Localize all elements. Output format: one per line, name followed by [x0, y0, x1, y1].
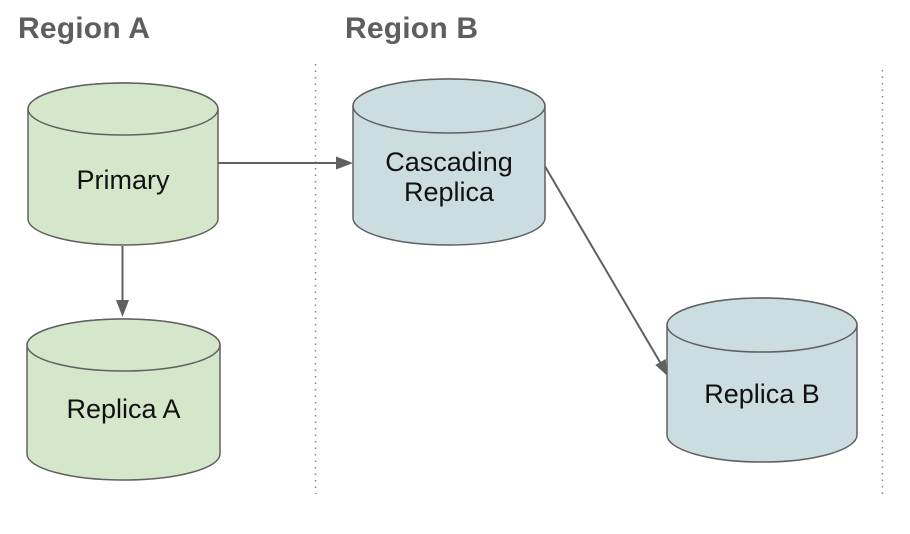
- cascading-replica-label-line1: Cascading: [385, 147, 513, 177]
- primary-cylinder-top: [27, 82, 219, 136]
- cascading-replica-label-line2: Replica: [403, 177, 495, 207]
- edge-primary-to-replica-a: [116, 246, 129, 317]
- replica-a-cylinder-top: [26, 318, 221, 372]
- node-replica-a: [26, 318, 221, 481]
- primary-label: Primary: [76, 165, 170, 195]
- replica-b-cylinder-top: [666, 297, 858, 353]
- edge-primary-to-cascading: [218, 156, 353, 170]
- cascading-replica-label: Cascading Replica: [353, 147, 545, 207]
- node-replica-b: [666, 297, 858, 463]
- edge-primary-to-cascading-arrowhead-icon: [336, 156, 353, 170]
- replica-b-label: Replica B: [704, 379, 820, 409]
- node-primary: [27, 82, 219, 246]
- cascading-replica-cylinder-top: [352, 78, 546, 134]
- replica-a-label: Replica A: [66, 394, 181, 424]
- region-b-title: Region B: [345, 12, 479, 45]
- region-a-title: Region A: [18, 12, 151, 45]
- edge-primary-to-replica-a-arrowhead-icon: [116, 300, 129, 317]
- edge-cascading-to-replica-b-line: [542, 162, 662, 364]
- edge-cascading-to-replica-b: [542, 162, 668, 376]
- node-cascading-replica: [352, 78, 546, 246]
- edge-cascading-to-replica-b-arrowhead-icon: [655, 359, 668, 376]
